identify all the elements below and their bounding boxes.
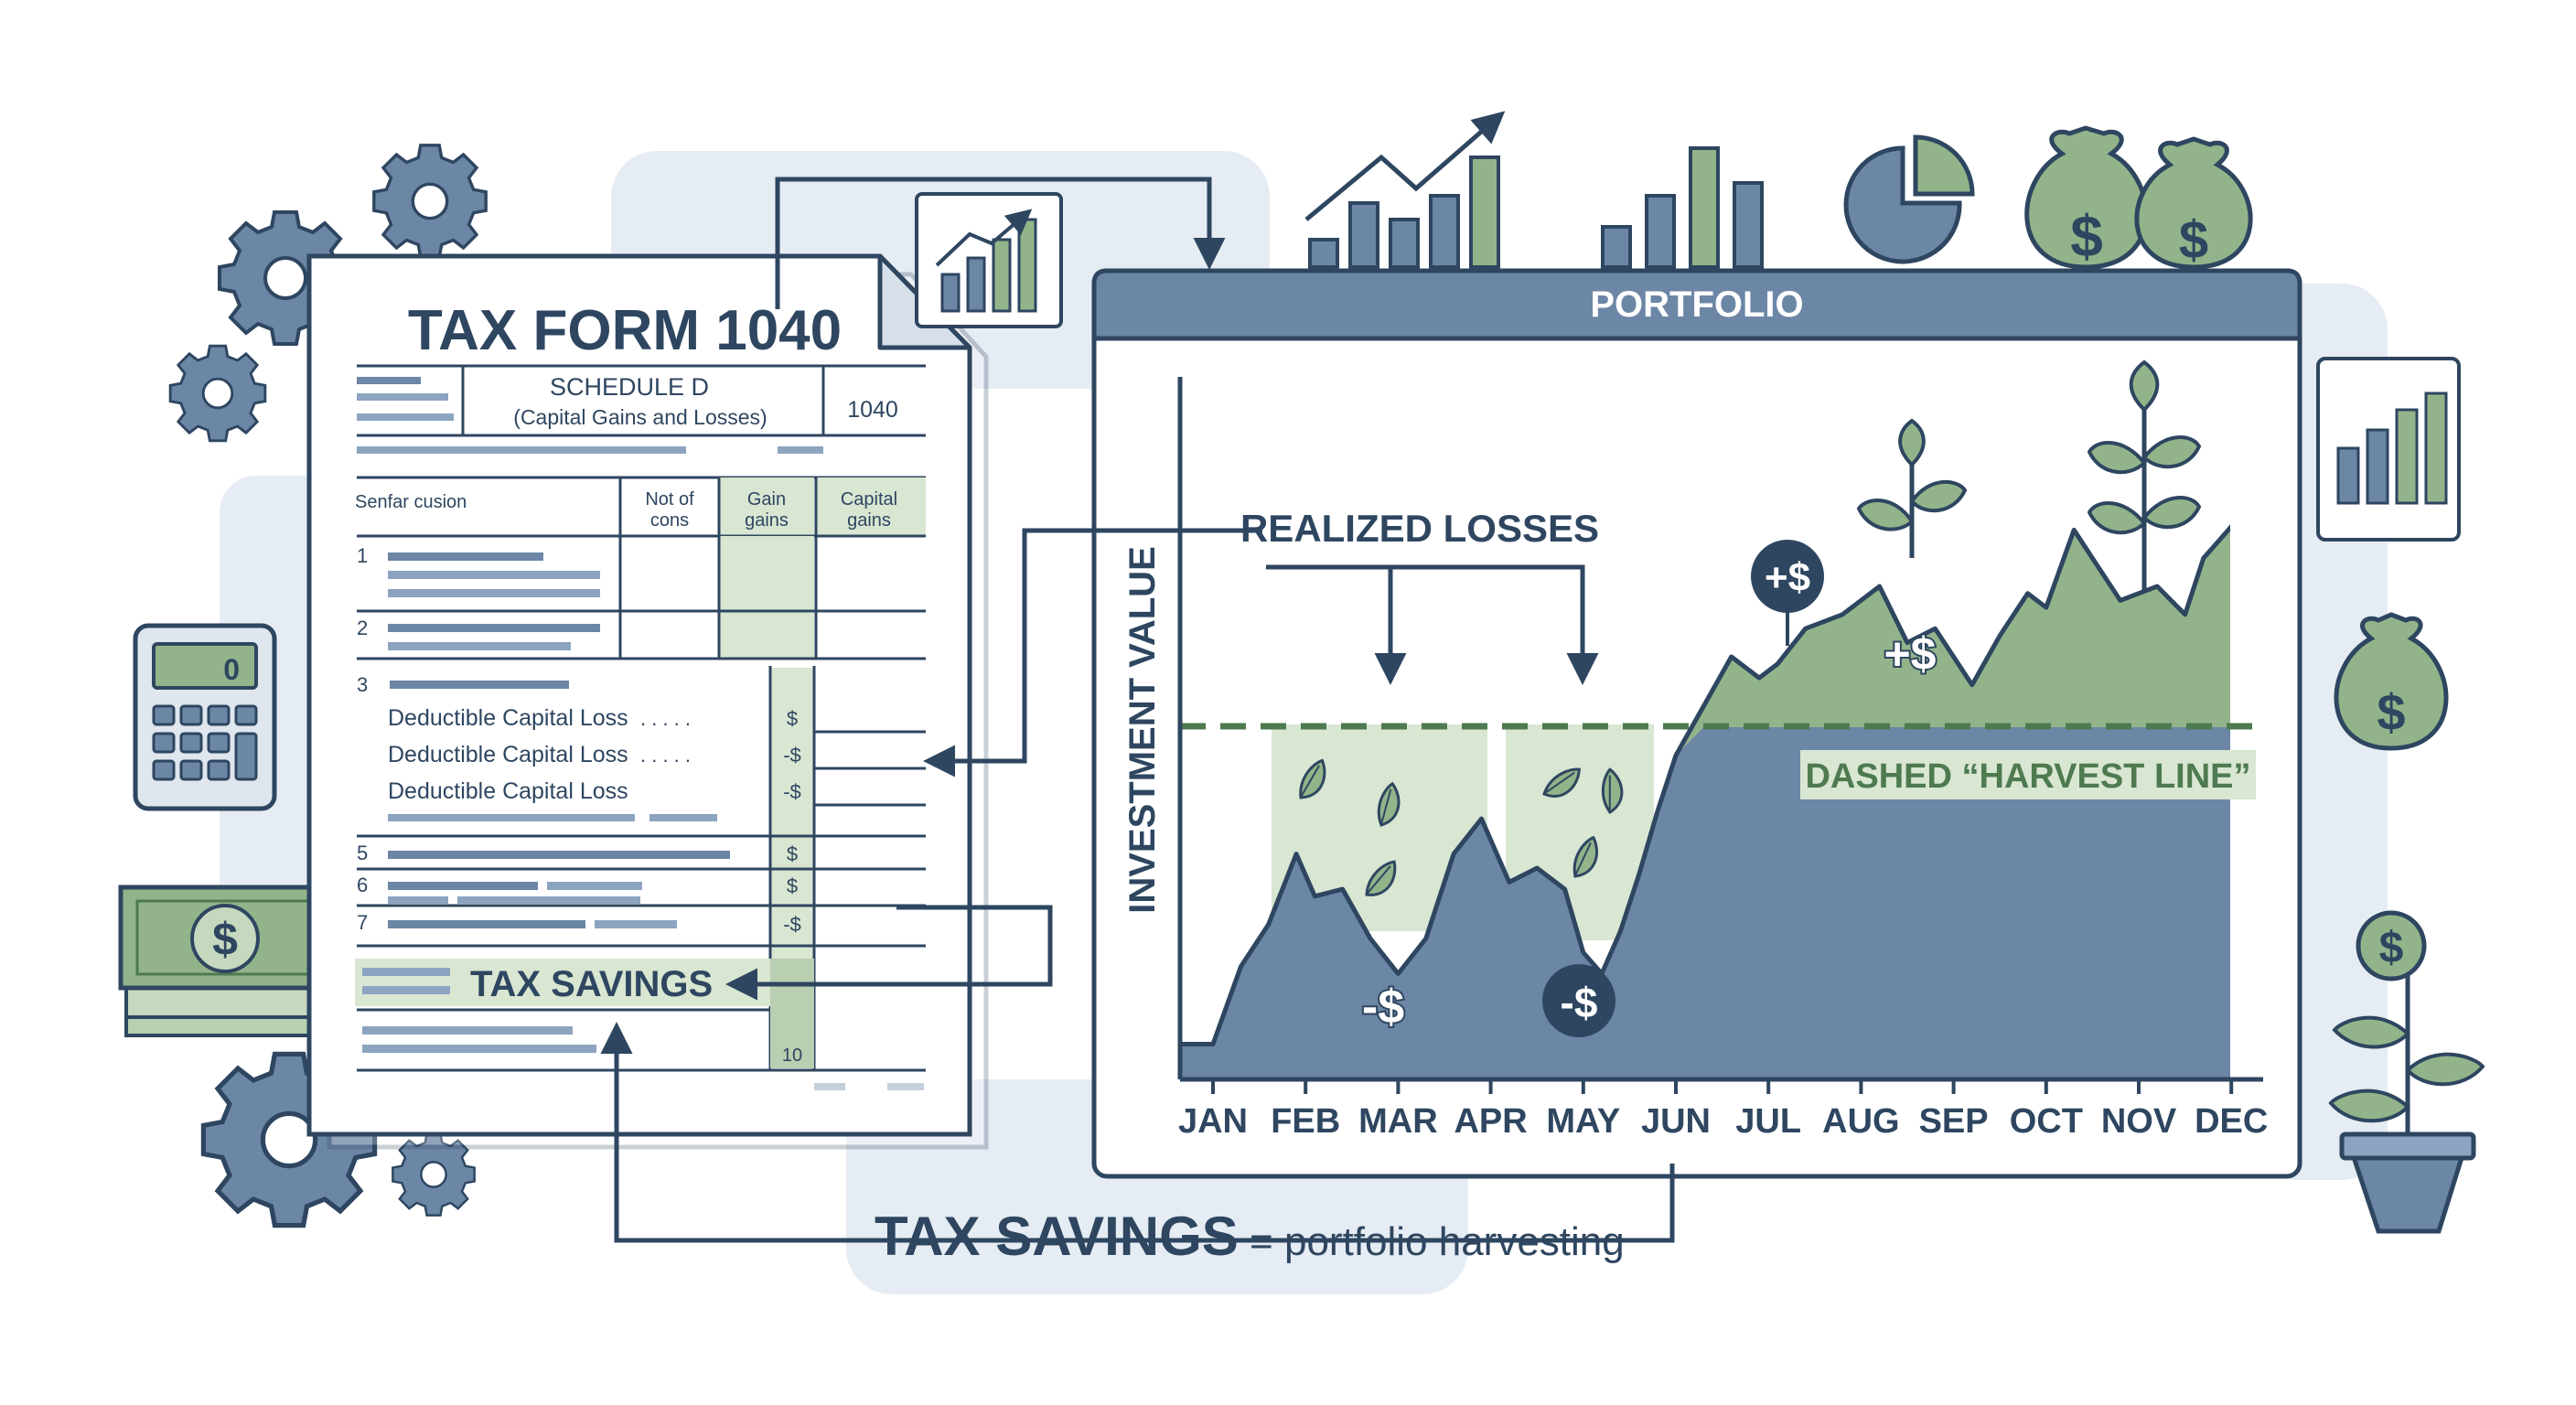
deductible-loss-dots-1: . . . . . [640,707,691,730]
realized-losses-label: REALIZED LOSSES [1240,507,1599,550]
form-header-left: Senfar cusion [355,492,467,512]
sprout-icon [1856,418,1968,558]
gain-marker-1: +$ [1765,555,1810,600]
value-line [1180,524,2230,1046]
form-header-col2-b: gains [745,510,789,531]
loss-marker-2: -$ [1561,979,1598,1026]
x-tick-label-may: MAY [1546,1102,1620,1141]
growth-chart-card [915,192,1063,328]
row-number-5: 5 [357,842,368,864]
loss-marker-badge: -$ [1542,964,1615,1037]
row6-symbol: $ [787,874,798,897]
loss-marker-1: -$ [1362,981,1404,1034]
x-tick-label-nov: NOV [2101,1102,2177,1141]
pie-chart-icon [1843,134,1975,264]
row-number-6: 6 [357,874,368,896]
calculator-display: 0 [223,653,240,686]
form-header-col1-b: cons [650,510,689,531]
deductible-loss-symbol-3: -$ [783,780,801,803]
tax-form-1040: TAX FORM 1040 SCHEDULE D (Capital Gains … [306,192,1063,1150]
form-number-box: 1040 [847,397,898,423]
form-tax-savings-label: TAX SAVINGS [470,964,713,1004]
form-header-col3-a: Capital [841,489,897,509]
x-tick-labels: JAN FEB MAR APR MAY JUN JUL AUG SEP OCT NOV DEC [1178,1102,2268,1141]
connector-arrows [600,177,1675,1243]
svg-text:$: $ [212,914,238,965]
row7-symbol: -$ [783,913,801,936]
growth-bars-icon [1304,111,1506,269]
bar-chart-icon [1601,146,1764,269]
deductible-loss-label-1: Deductible Capital Loss [388,705,628,731]
harvest-line-label-bg [1800,750,2256,799]
row-number-2: 2 [357,617,368,639]
x-tick-label-dec: DEC [2195,1102,2268,1141]
gain-marker-2: +$ [1884,628,1936,680]
portfolio-chart: DASHED “HARVEST LINE” JAN FEB MAR APR MAY JUN… [1122,359,2268,1141]
form-header-col1-a: Not of [645,489,694,509]
sprout-icon [2087,359,2202,591]
caption-emphasis: TAX SAVINGS [875,1206,1239,1267]
value-area [1180,727,2230,1079]
x-tick-label-jun: JUN [1641,1102,1711,1141]
x-ticks [1211,1079,2234,1094]
bar-chart-card-icon [2316,357,2461,542]
money-plant-icon: $ [2328,910,2485,1234]
deductible-loss-symbol-1: $ [787,707,798,730]
x-tick-label-apr: APR [1454,1102,1527,1141]
calculator-icon: 0 [133,623,277,811]
deductible-loss-symbol-2: -$ [783,744,801,767]
caption-rest: = portfolio harvesting [1239,1219,1625,1264]
form-header-col3-b: gains [847,510,891,531]
x-tick-label-jul: JUL [1735,1102,1801,1141]
form-header-col2-a: Gain [747,489,786,509]
svg-text:$: $ [2070,203,2103,269]
x-tick-label-jan: JAN [1178,1102,1248,1141]
schedule-title: SCHEDULE D [550,373,709,401]
form-title: TAX FORM 1040 [408,299,842,362]
row-number-3: 3 [357,673,368,696]
bottom-caption: TAX SAVINGS = portfolio harvesting [875,1206,1625,1267]
svg-text:TAX SAVINGS = portfolio harves: TAX SAVINGS = portfolio harvesting [875,1206,1625,1267]
deductible-loss-label-2: Deductible Capital Loss [388,742,628,767]
gain-marker-badge: +$ [1751,540,1824,646]
money-bags-icon: $ $ [2024,125,2253,270]
svg-text:$: $ [2379,924,2404,972]
row5-symbol: $ [787,842,798,865]
money-bag-icon: $ [2334,612,2449,751]
x-tick-label-sep: SEP [1919,1102,1989,1141]
svg-text:$: $ [2179,210,2208,270]
portfolio-header: PORTFOLIO [1590,284,1803,325]
x-tick-label-aug: AUG [1822,1102,1899,1141]
row-number-7: 7 [357,911,368,934]
svg-text:$: $ [2377,683,2405,741]
deductible-loss-dots-2: . . . . . [640,744,691,767]
deductible-loss-label-3: Deductible Capital Loss [388,778,628,804]
row-number-1: 1 [357,544,368,567]
y-axis-label: INVESTMENT VALUE [1122,546,1163,914]
x-tick-label-oct: OCT [2010,1102,2083,1141]
x-tick-label-feb: FEB [1271,1102,1340,1141]
harvest-line-label: DASHED “HARVEST LINE” [1805,757,2250,796]
row-number-10: 10 [782,1046,802,1066]
x-tick-label-mar: MAR [1358,1102,1438,1141]
schedule-subtitle: (Capital Gains and Losses) [513,405,767,429]
